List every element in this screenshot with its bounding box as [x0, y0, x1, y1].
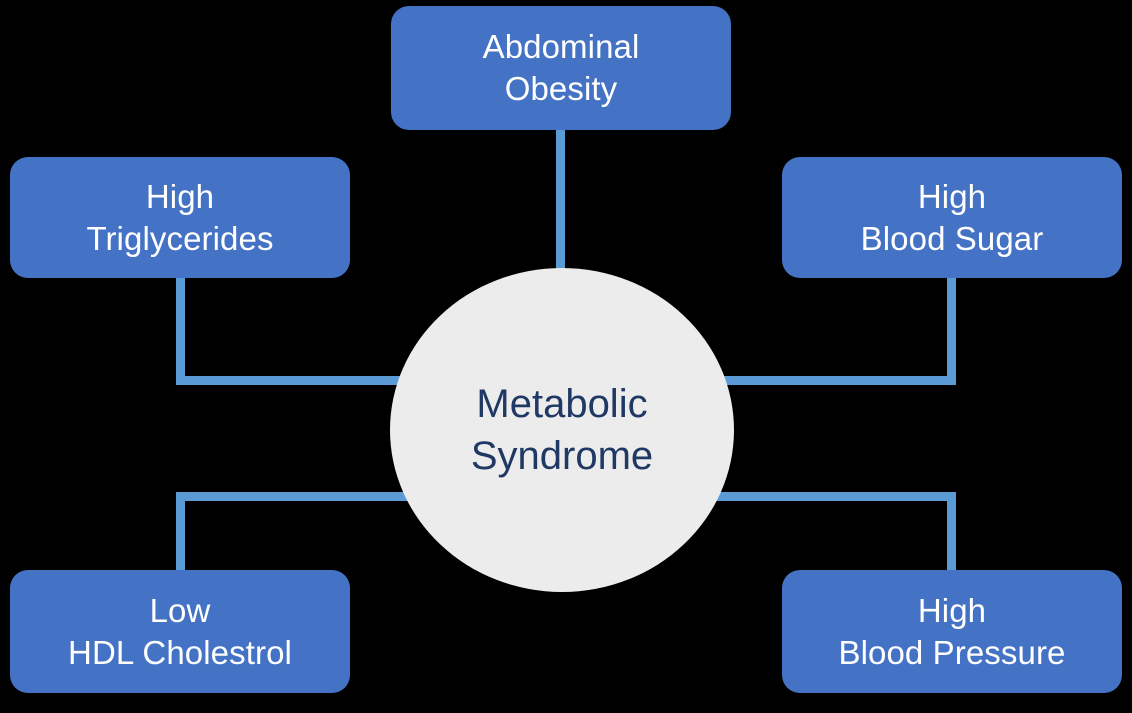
node-abdominal-obesity[interactable]: Abdominal Obesity — [391, 6, 731, 130]
node-high-blood-pressure[interactable]: High Blood Pressure — [782, 570, 1122, 693]
connector-low-hdl-cholestrol-vertical — [176, 492, 185, 574]
connector-high-triglycerides-horizontal — [176, 376, 420, 385]
connector-high-blood-sugar-horizontal — [712, 376, 956, 385]
connector-high-triglycerides-vertical — [176, 276, 185, 384]
node-low-hdl-cholestrol[interactable]: Low HDL Cholestrol — [10, 570, 350, 693]
node-high-blood-sugar[interactable]: High Blood Sugar — [782, 157, 1122, 278]
center-node-metabolic-syndrome[interactable]: Metabolic Syndrome — [390, 268, 734, 592]
connector-abdominal-obesity-vertical — [556, 128, 565, 272]
connector-high-blood-pressure-horizontal — [712, 492, 956, 501]
connector-high-blood-pressure-vertical — [947, 492, 956, 574]
connector-low-hdl-cholestrol-horizontal — [176, 492, 420, 501]
connector-high-blood-sugar-vertical — [947, 276, 956, 384]
node-high-triglycerides[interactable]: High Triglycerides — [10, 157, 350, 278]
